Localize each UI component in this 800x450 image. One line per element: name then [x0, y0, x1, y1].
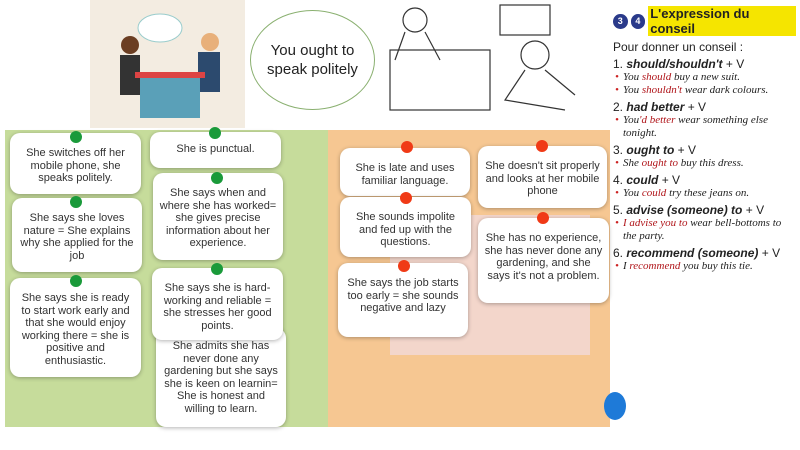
- rule-suffix: + V: [684, 100, 707, 114]
- job-interview-illustration: [90, 0, 245, 128]
- example-keyword: should: [641, 71, 672, 83]
- rule-example: I advise you to wear bell-bottoms to the…: [613, 217, 796, 243]
- blue-button[interactable]: [604, 392, 626, 420]
- rule-form: could: [626, 173, 659, 187]
- example-text: She: [623, 157, 642, 169]
- red-pin-icon: [537, 212, 549, 224]
- positive-card[interactable]: She says she loves nature = She explains…: [12, 198, 142, 272]
- rule-item: 6. recommend (someone) + V: [613, 246, 796, 260]
- negative-card[interactable]: She sounds impolite and fed up with the …: [340, 197, 471, 257]
- grammar-intro: Pour donner un conseil :: [613, 40, 744, 54]
- rule-number: 2.: [613, 100, 624, 114]
- badge: 4: [630, 13, 646, 29]
- rule-number: 3.: [613, 143, 624, 157]
- red-pin-icon: [401, 141, 413, 153]
- rule-form: ought to: [626, 143, 675, 157]
- badge: 3: [613, 13, 628, 29]
- example-text: try these jeans on.: [666, 187, 750, 199]
- rule-number: 4.: [613, 173, 624, 187]
- rule-number: 5.: [613, 203, 624, 217]
- rule-example: You could try these jeans on.: [613, 187, 796, 200]
- green-pin-icon: [70, 196, 82, 208]
- grammar-title-row: 3 4 L'expression du conseil: [613, 6, 796, 36]
- rule-item: 4. could + V: [613, 173, 796, 187]
- example-text: you buy this tie.: [680, 260, 753, 272]
- positive-card[interactable]: She says she is hard-working and reliabl…: [152, 268, 283, 340]
- example-keyword: I advise you to: [623, 217, 688, 229]
- rule-form: had better: [626, 100, 685, 114]
- example-keyword: recommend: [629, 260, 681, 272]
- example-keyword: ought to: [641, 157, 679, 169]
- example-keyword: shouldn't: [641, 84, 683, 96]
- green-pin-icon: [70, 131, 82, 143]
- rule-example: You should buy a new suit.: [613, 71, 796, 84]
- rule-example: I recommend you buy this tie.: [613, 260, 796, 273]
- rule-suffix: + V: [758, 246, 781, 260]
- example-keyword: 'd better: [639, 114, 676, 126]
- rule-item: 3. ought to + V: [613, 143, 796, 157]
- negative-card[interactable]: She is late and uses familiar language.: [340, 148, 470, 196]
- example-text: You: [623, 114, 640, 126]
- rule-item: 2. had better + V: [613, 100, 796, 114]
- green-pin-icon: [209, 127, 221, 139]
- rule-suffix: + V: [742, 203, 765, 217]
- rule-example: You shouldn't wear dark colours.: [613, 84, 796, 97]
- rule-suffix: + V: [674, 143, 697, 157]
- rule-example: She ought to buy this dress.: [613, 157, 796, 170]
- green-pin-icon: [211, 172, 223, 184]
- example-text: buy this dress.: [678, 157, 744, 169]
- example-keyword: could: [641, 187, 667, 199]
- interview-people-icon: [120, 13, 220, 118]
- example-text: buy a new suit.: [671, 71, 740, 83]
- example-text: I: [623, 260, 630, 272]
- rule-item: 5. advise (someone) to + V: [613, 203, 796, 217]
- speech-bubble: You ought to speak politely: [250, 10, 375, 110]
- green-pin-icon: [211, 263, 223, 275]
- grammar-title: L'expression du conseil: [648, 6, 796, 36]
- rule-suffix: + V: [658, 173, 681, 187]
- rule-suffix: + V: [722, 57, 745, 71]
- negative-card[interactable]: She says the job starts too early = she …: [338, 263, 468, 337]
- example-text: You: [623, 84, 642, 96]
- red-pin-icon: [536, 140, 548, 152]
- negative-card[interactable]: She has no experience, she has never don…: [478, 218, 609, 303]
- red-pin-icon: [398, 260, 410, 272]
- example-text: wear bell-bottoms to the party.: [623, 217, 782, 242]
- cartoon-drawing-icon: [389, 4, 576, 111]
- example-text: wear dark colours.: [682, 84, 769, 96]
- rule-form: should/shouldn't: [626, 57, 723, 71]
- positive-card[interactable]: She admits she has never done any garden…: [156, 328, 286, 427]
- rule-list: 1. should/shouldn't + VYou should buy a …: [613, 57, 796, 273]
- example-text: You: [623, 71, 642, 83]
- example-text: wear something else tonight.: [623, 114, 768, 139]
- positive-card[interactable]: She switches off her mobile phone, she s…: [10, 133, 141, 194]
- grammar-box: 3 4 L'expression du conseil Pour donner …: [605, 0, 800, 300]
- rule-form: advise (someone) to: [626, 203, 743, 217]
- positive-card[interactable]: She says when and where she has worked= …: [153, 173, 283, 260]
- rule-item: 1. should/shouldn't + V: [613, 57, 796, 71]
- example-text: You: [623, 187, 642, 199]
- rule-number: 1.: [613, 57, 624, 71]
- red-pin-icon: [400, 192, 412, 204]
- negative-card[interactable]: She doesn't sit properly and looks at he…: [478, 146, 607, 208]
- rule-number: 6.: [613, 246, 624, 260]
- green-pin-icon: [70, 275, 82, 287]
- positive-card[interactable]: She says she is ready to start work earl…: [10, 278, 141, 377]
- rule-form: recommend (someone): [626, 246, 759, 260]
- rule-example: You'd better wear something else tonight…: [613, 114, 796, 140]
